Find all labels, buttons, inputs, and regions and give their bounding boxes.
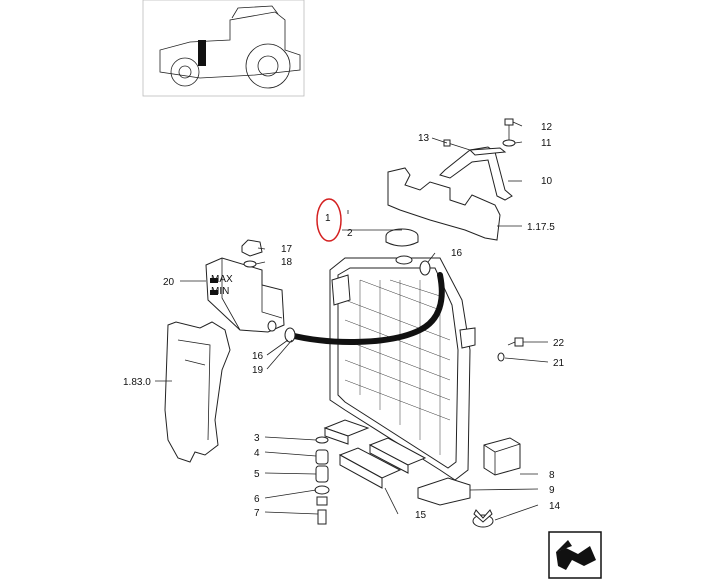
callout-20: 20 <box>163 277 175 288</box>
callout-5: 5 <box>254 469 260 480</box>
callout-6: 6 <box>254 494 260 505</box>
callout-10: 10 <box>541 176 553 187</box>
callout-2: 2 <box>347 228 353 239</box>
wing-nut <box>472 509 494 528</box>
callout-1: 1 <box>325 213 331 224</box>
hose-clamp-16-left <box>284 327 296 343</box>
callout-18: 18 <box>281 257 293 268</box>
expansion-tank: MAX MIN <box>205 257 285 333</box>
callout-3: 3 <box>254 433 260 444</box>
support-bracket <box>164 321 231 463</box>
plate-9 <box>417 477 471 506</box>
mount-stack <box>314 436 330 525</box>
callout-1-83-0: 1.83.0 <box>123 377 151 388</box>
callout-19: 19 <box>252 365 264 376</box>
radiator-cap <box>385 228 419 265</box>
bracket-10 <box>439 146 513 201</box>
washer-11 <box>502 139 516 147</box>
washer-21 <box>497 352 505 362</box>
hose-clamp-16-right <box>419 260 431 276</box>
callout-15: 15 <box>415 510 427 521</box>
next-page-arrow-icon[interactable] <box>548 531 602 579</box>
tank-seal <box>243 260 257 268</box>
callout-16-right: 16 <box>451 248 463 259</box>
shroud-plate <box>387 167 501 241</box>
callout-13: 13 <box>418 133 430 144</box>
bolt-12 <box>504 118 514 140</box>
coolant-hose <box>287 272 445 345</box>
callout-17: 17 <box>281 244 293 255</box>
callout-22: 22 <box>553 338 565 349</box>
bolt-22 <box>507 337 524 347</box>
callout-16-left: 16 <box>252 351 264 362</box>
callout-7: 7 <box>254 508 260 519</box>
tank-max-mark: MAX <box>211 274 233 285</box>
callout-14: 14 <box>549 501 561 512</box>
block-8 <box>483 437 521 476</box>
rubber-blocks <box>323 419 427 489</box>
callout-8: 8 <box>549 470 555 481</box>
highlight-circle <box>316 198 342 242</box>
bolt-13 <box>443 139 471 151</box>
tractor-thumbnail-icon <box>142 0 305 97</box>
tank-min-mark: MIN <box>211 286 229 297</box>
callout-9: 9 <box>549 485 555 496</box>
callout-4: 4 <box>254 448 260 459</box>
callout-21: 21 <box>553 358 565 369</box>
tank-cap <box>241 239 263 257</box>
callout-labels: 1 2 3 4 5 6 7 8 9 10 11 12 13 14 15 16 1… <box>123 122 565 521</box>
callout-1-17-5: 1.17.5 <box>527 222 555 233</box>
callout-11: 11 <box>541 138 552 149</box>
callout-12: 12 <box>541 122 553 133</box>
leader-lines <box>155 121 549 521</box>
